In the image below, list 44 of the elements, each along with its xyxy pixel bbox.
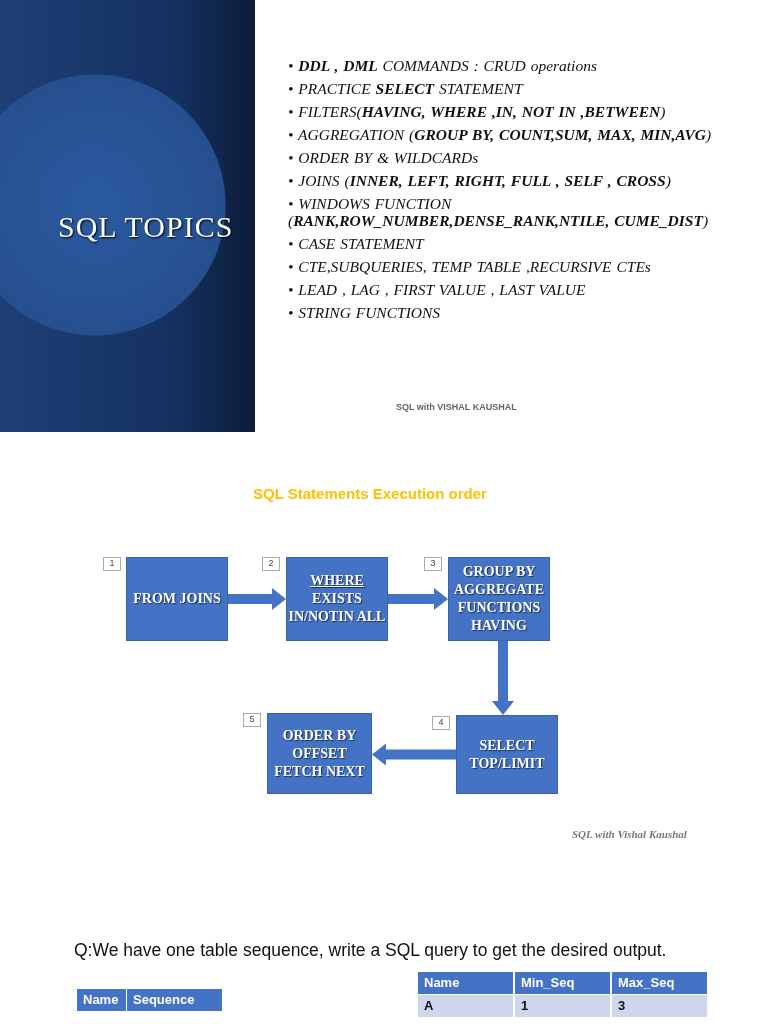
table-header-cell: Max_Seq — [612, 972, 707, 994]
step-number: 4 — [432, 716, 450, 730]
diagram-heading: SQL Statements Execution order — [253, 485, 487, 502]
bullet-item: • JOINS (INNER, LEFT, RIGHT, FULL , SELF , CROSS) — [288, 172, 672, 189]
arrow — [372, 743, 456, 766]
process-box — [456, 715, 558, 794]
process-box — [448, 557, 550, 641]
bullet-item: • PRACTICE SELECT STATEMENT — [288, 80, 525, 97]
table-header-cell: Min_Seq — [515, 972, 610, 994]
step-number: 3 — [424, 557, 442, 571]
table-header-cell: Name — [77, 989, 126, 1011]
table-header-cell: Name — [418, 972, 513, 994]
bullet-item: • WINDOWS FUNCTION (RANK,ROW_NUMBER,DENSE_RANK,NTILE, CUME_DIST) — [288, 195, 710, 229]
process-box — [126, 557, 228, 641]
arrow — [492, 641, 514, 715]
bullet-item: • FILTERS(HAVING, WHERE ,IN, NOT IN ,BETWEEN) — [288, 103, 667, 120]
bullet-item: • ORDER BY & WILDCARDs — [288, 149, 480, 166]
arrow — [388, 588, 448, 610]
box-text: GROUP BY AGGREGATE FUNCTIONS HAVING — [453, 563, 545, 635]
box-text: EXISTS IN/NOTIN ALL — [287, 590, 387, 626]
author-credit: SQL with VISHAL KAUSHAL — [396, 402, 517, 412]
step-number: 2 — [262, 557, 280, 571]
process-box — [267, 713, 372, 794]
table-header-cell: Sequence — [127, 989, 222, 1011]
box-text: WHERE — [310, 572, 364, 590]
bullet-item: • DDL , DML COMMANDS : CRUD operations — [288, 57, 598, 74]
table-cell: 3 — [612, 995, 707, 1017]
bullet-item: • LEAD , LAG , FIRST VALUE , LAST VALUE — [288, 281, 587, 298]
question-text: Q:We have one table sequence, write a SQL query to get the desired output. — [74, 940, 667, 961]
bullet-item: • STRING FUNCTIONS — [288, 304, 442, 321]
bullet-item: • CTE,SUBQUERIES, TEMP TABLE ,RECURSIVE CTEs — [288, 258, 652, 275]
box-text: SELECT TOP/LIMIT — [468, 736, 546, 773]
table-cell: A — [418, 995, 513, 1017]
bullet-item: • CASE STATEMENT — [288, 235, 426, 252]
arrow — [228, 588, 286, 610]
author-credit: SQL with Vishal Kaushal — [572, 828, 687, 840]
table-cell: 1 — [515, 995, 610, 1017]
process-box — [286, 557, 388, 641]
step-number: 1 — [103, 557, 121, 571]
step-number: 5 — [243, 713, 261, 727]
slide-title: SQL TOPICS — [58, 210, 234, 244]
box-text: ORDER BY OFFSET FETCH NEXT — [273, 726, 366, 781]
bullet-item: • AGGREGATION (GROUP BY, COUNT,SUM, MAX, MIN,AVG) — [288, 126, 713, 143]
box-text: FROM JOINS — [133, 590, 221, 608]
